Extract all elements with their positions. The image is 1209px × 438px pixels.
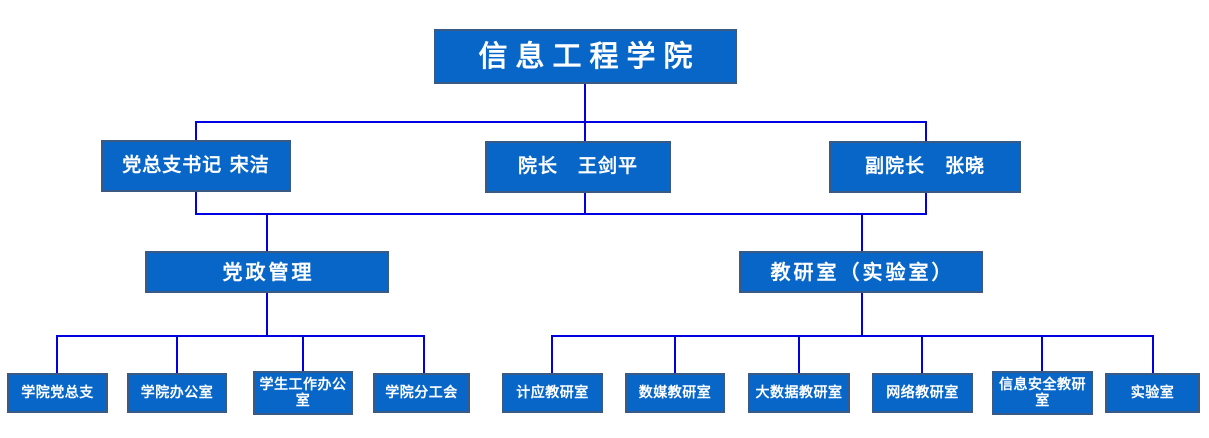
unit-label: 计应教研室 (516, 384, 589, 401)
connector-leaders-horizontal (195, 121, 927, 123)
connector-drop-unit-8 (921, 335, 923, 374)
org-box-party-secretary: 党总支书记 宋洁 (101, 140, 291, 192)
unit-label: 数媒教研室 (638, 384, 712, 401)
teaching-research-label: 教研室（实验室） (770, 259, 955, 284)
connector-drop-unit-2 (176, 335, 178, 374)
connector-drop-unit-6 (674, 335, 676, 374)
connector-departments-horizontal (195, 213, 927, 215)
unit-label: 学院分工会 (385, 384, 458, 401)
org-box-laboratory: 实验室 (1105, 373, 1200, 413)
org-box-info-security-office: 信息安全教研室 (992, 371, 1093, 415)
connector-drop-unit-9 (1041, 335, 1043, 373)
party-admin-label: 党政管理 (222, 259, 315, 284)
unit-label: 学院办公室 (140, 384, 214, 401)
org-box-big-data-office: 大数据教研室 (748, 373, 850, 413)
connector-dept-2-down (861, 293, 863, 337)
connector-root-to-dean (584, 84, 586, 143)
connector-leader-3-down (925, 193, 927, 215)
connector-units-left-horizontal (56, 335, 425, 337)
connector-drop-leader-1 (195, 121, 197, 142)
org-box-college: 信息工程学院 (434, 29, 737, 84)
connector-dept-1-down (266, 293, 268, 337)
connector-drop-unit-7 (798, 335, 800, 374)
org-box-teaching-research: 教研室（实验室） (739, 251, 983, 293)
connector-drop-unit-4 (423, 335, 425, 374)
party-secretary-label: 党总支书记 宋洁 (122, 154, 270, 177)
connector-units-right-horizontal (551, 335, 1154, 337)
unit-label: 实验室 (1130, 384, 1175, 401)
connector-leader-1-down (195, 192, 197, 215)
org-box-network-office: 网络教研室 (872, 373, 973, 413)
org-box-party-admin: 党政管理 (145, 251, 389, 293)
connector-drop-unit-10 (1152, 335, 1154, 374)
org-box-college-office: 学院办公室 (127, 373, 227, 413)
unit-label: 信息安全教研室 (999, 376, 1086, 409)
unit-label: 学院党总支 (21, 384, 94, 401)
unit-label: 学生工作办公室 (259, 376, 347, 409)
dean-label: 院长 王剑平 (517, 155, 638, 178)
connector-drop-unit-1 (56, 335, 58, 374)
org-box-college-party-branch: 学院党总支 (7, 373, 108, 413)
unit-label: 网络教研室 (886, 384, 959, 401)
connector-drop-unit-3 (302, 335, 304, 373)
org-box-student-affairs-office: 学生工作办公室 (253, 371, 353, 415)
connector-drop-dept-2 (861, 213, 863, 253)
connector-drop-leader-3 (925, 121, 927, 143)
connector-drop-unit-5 (551, 335, 553, 374)
connector-drop-dept-1 (266, 213, 268, 253)
unit-label: 大数据教研室 (755, 384, 843, 401)
org-box-digital-media-office: 数媒教研室 (625, 373, 725, 413)
org-box-vice-dean: 副院长 张晓 (829, 141, 1021, 193)
org-box-dean: 院长 王剑平 (485, 141, 671, 193)
connector-leader-2-down (584, 193, 586, 215)
org-box-college-union: 学院分工会 (373, 373, 470, 413)
vice-dean-label: 副院长 张晓 (864, 155, 985, 178)
college-title: 信息工程学院 (478, 38, 701, 73)
org-box-computer-application-office: 计应教研室 (502, 373, 603, 413)
